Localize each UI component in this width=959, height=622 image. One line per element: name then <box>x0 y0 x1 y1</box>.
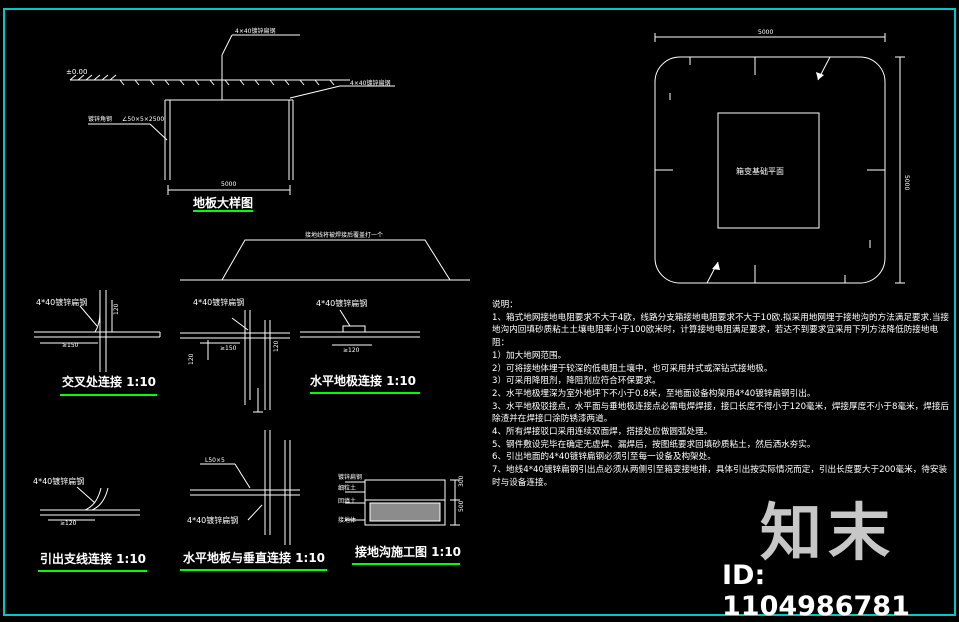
horizontal-detail <box>300 309 420 346</box>
watermark-logo: 知末 <box>760 496 897 569</box>
ground-profile-label: 接地线将被焊接后覆盖打一个 <box>305 231 383 239</box>
notes-block: 说明： 1、箱式地网接地电阻要求不大于4欧，线路分支箱接地电阻要求不大于10欧.… <box>492 299 954 490</box>
notes-line: 5、钢件敷设完毕在确定无虚焊、漏焊后，按图纸要求回填砂质粘土，然后洒水夯实。 <box>492 439 816 450</box>
horizontal-label: 4*40镀锌扁钢 <box>316 298 367 308</box>
trench-label-4: 接地体 <box>338 516 356 524</box>
vertical-title: 水平地板与垂直连接 1:10 <box>183 550 325 565</box>
notes-line: 1）加大地网范围。 <box>492 350 567 361</box>
top-label-angle: ∠50×5×2500 <box>122 116 164 123</box>
plan-dim-width: 5000 <box>758 29 773 36</box>
top-label-right: 4×40镀锌扁钢 <box>350 79 390 87</box>
plan-view <box>654 33 905 284</box>
trench-title: 接地沟施工图 1:10 <box>355 544 461 559</box>
middle-detail <box>180 310 290 413</box>
cross-dim-b: ≥150 <box>62 342 79 349</box>
notes-line: 6、引出地面的4*40镀锌扁钢必须引至每一设备及构架处。 <box>492 452 716 463</box>
trench-dim-a: 300 <box>458 475 465 487</box>
elev-label: ±0.00 <box>66 68 87 76</box>
notes-line: 2、水平地极埋深为室外地坪下不小于0.8米，至地面设备构架用4*40镀锌扁钢引出… <box>492 388 816 399</box>
plan-arrow-top <box>816 72 824 80</box>
top-label-top: 4×40镀锌扁钢 <box>235 27 275 35</box>
plan-arrow-bottom <box>712 262 720 270</box>
plan-center-label: 箱变基础平面 <box>736 166 784 176</box>
horizontal-title: 水平地极连接 1:10 <box>310 373 416 388</box>
horizontal-dim-a: ≥120 <box>343 347 360 354</box>
top-label-left: 镀锌角钢 <box>88 115 112 123</box>
cross-detail <box>34 290 161 372</box>
middle-dim-a: ≥150 <box>220 345 237 352</box>
plan-dim-height: 5000 <box>903 175 910 190</box>
trench-dim-b: 500 <box>458 500 465 512</box>
notes-line: 3）可采用降阻剂，降阻剂应符合环保要求。 <box>492 376 661 387</box>
trench-label-3: 回填土 <box>338 497 356 505</box>
middle-dim-b: 120 <box>188 353 195 365</box>
top-dim-width: 5000 <box>221 181 236 188</box>
watermark-id: ID: 1104986781 <box>722 560 910 622</box>
trench-label-1: 镀锌扁钢 <box>338 473 362 481</box>
cross-title: 交叉处连接 1:10 <box>62 374 156 389</box>
branch-title: 引出支线连接 1:10 <box>40 551 146 566</box>
branch-detail <box>40 486 140 521</box>
cross-dim-a: 120 <box>113 303 120 315</box>
trench-detail <box>345 479 460 526</box>
cross-label: 4*40镀锌扁钢 <box>36 297 87 307</box>
notes-line: 7、地线4*40镀锌扁钢引出点必须从两侧引至箱变接地排，具体引出按实际情况而定，… <box>492 465 948 488</box>
notes-heading: 说明： <box>492 300 518 310</box>
top-detail-title: 地板大样图 <box>193 195 253 210</box>
vertical-detail <box>190 430 300 545</box>
vertical-label-bottom: 4*40镀锌扁钢 <box>187 515 238 525</box>
drawing-frame <box>3 8 956 616</box>
ground-profile <box>180 239 470 281</box>
top-detail <box>69 34 395 195</box>
notes-line: 3、水平地极驳接点，水平面与垂地极连接点必需电焊焊接，接口长度不得小于120毫米… <box>492 401 950 425</box>
notes-line: 4、所有焊接驳口采用连续双面焊，搭接处应做圆弧处理。 <box>492 427 713 438</box>
notes-line: 1、箱式地网接地电阻要求不大于4欧，线路分支箱接地电阻要求不大于10欧.拟采用地… <box>492 312 950 349</box>
middle-label: 4*40镀锌扁钢 <box>193 297 244 307</box>
notes-line: 2）可将接地体埋于较深的低电阻土壤中，也可采用井式或深钻式接地极。 <box>492 363 773 374</box>
trench-label-2: 细粒土 <box>338 484 356 492</box>
branch-dim-a: ≥120 <box>60 520 77 527</box>
vertical-label-top: L50×5 <box>205 457 225 464</box>
middle-dim-c: 120 <box>273 340 280 352</box>
branch-label: 4*40镀锌扁钢 <box>33 476 84 486</box>
